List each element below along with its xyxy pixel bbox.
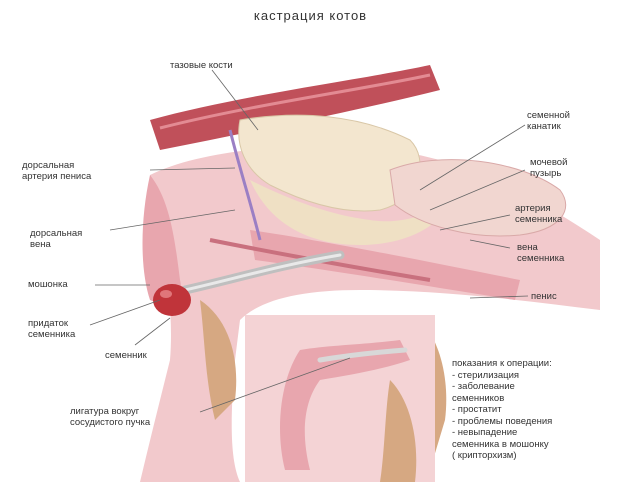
label-testicle: семенник <box>105 350 147 361</box>
indications-item: - заболевание <box>452 381 552 393</box>
label-pelvic-bones: тазовые кости <box>170 60 233 71</box>
indications-item: - простатит <box>452 404 552 416</box>
label-scrotum: мошонка <box>28 279 68 290</box>
leader-testicle <box>135 318 170 345</box>
label-testicular-vein: вена семенника <box>517 242 564 264</box>
indications-item: ( крипторхизм) <box>452 450 552 462</box>
indications-item: - проблемы поведения <box>452 416 552 428</box>
indications-item: семенников <box>452 393 552 405</box>
label-penis: пенис <box>531 291 557 302</box>
label-bladder: мочевой пузырь <box>530 157 567 179</box>
label-dorsal-vein: дорсальная вена <box>30 228 82 250</box>
testicle-shine <box>160 290 172 298</box>
label-ligature: лигатура вокруг сосудистого пучка <box>70 406 150 428</box>
indications-item: - стерилизация <box>452 370 552 382</box>
leader-epididymis <box>90 300 160 325</box>
indications-item: - невыпадение <box>452 427 552 439</box>
indications-box: показания к операции: - стерилизация - з… <box>452 358 552 462</box>
testicle <box>153 284 191 316</box>
label-dorsal-artery: дорсальная артерия пениса <box>22 160 91 182</box>
indications-item: семенника в мошонку <box>452 439 552 451</box>
label-vas-deferens: семенной канатик <box>527 110 570 132</box>
label-epididymis: придаток семенника <box>28 318 75 340</box>
indications-heading: показания к операции: <box>452 358 552 370</box>
label-testicular-artery: артерия семенника <box>515 203 562 225</box>
page-title: кастрация котов <box>0 8 621 23</box>
